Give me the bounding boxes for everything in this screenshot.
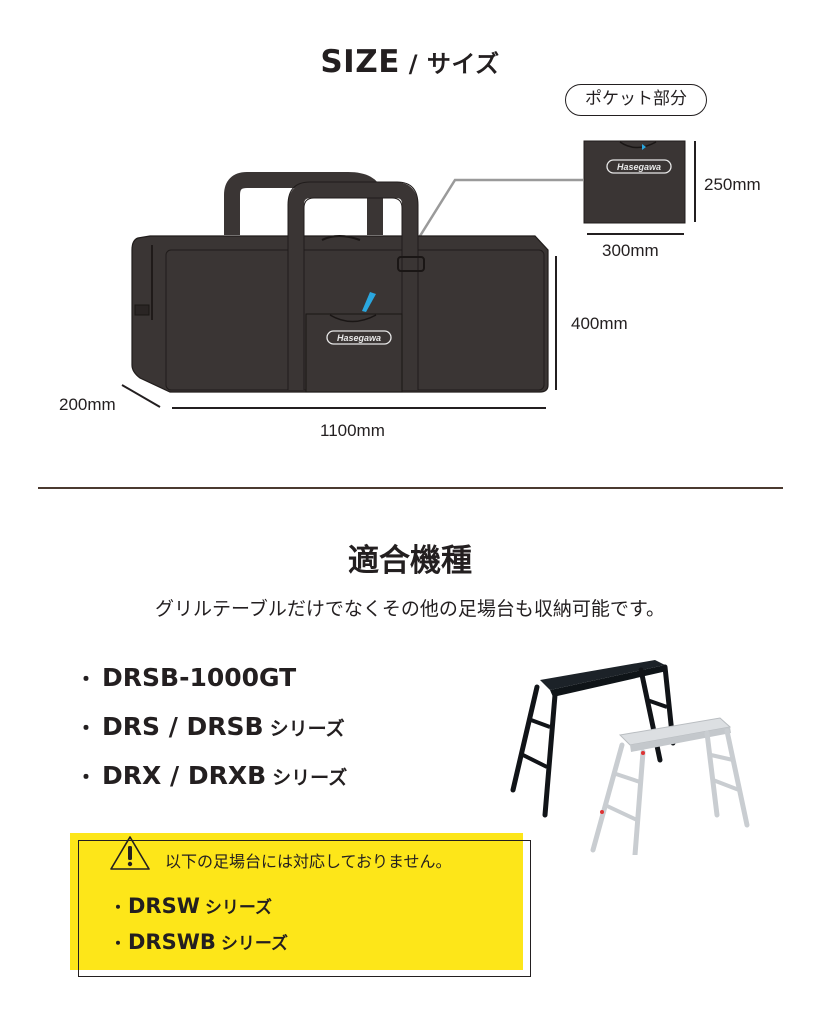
size-title-main: SIZE (320, 44, 400, 80)
warning-message: 以下の足場台には対応しておりません。 (165, 852, 452, 871)
pocket-width-dimension: 300mm (602, 241, 659, 260)
size-title-sub: サイズ (426, 50, 500, 78)
step-platform-image (510, 660, 750, 855)
size-title: SIZE / サイズ (0, 44, 820, 80)
model-name: DRSB-1000GT (102, 663, 297, 692)
pocket-label: ポケット部分 (565, 84, 707, 116)
bag-illustration: Hasegawa Hasegawa (121, 140, 696, 409)
model-name: DRSW (128, 894, 200, 918)
model-name: DRS / DRSB (102, 712, 264, 741)
model-suffix: シリーズ (220, 934, 289, 954)
bullet: ・ (76, 765, 96, 789)
compatible-title: 適合機種 (348, 543, 472, 579)
warning-box (70, 833, 523, 970)
warning-triangle-icon (110, 836, 150, 870)
bullet: ・ (76, 716, 96, 740)
section-divider (38, 487, 783, 489)
bullet: ・ (110, 934, 127, 953)
model-suffix: シリーズ (204, 898, 273, 918)
bullet: ・ (76, 667, 96, 691)
pocket-height-dimension: 250mm (704, 175, 761, 194)
compatible-description: グリルテーブルだけでなくその他の足場台も収納可能です。 (155, 598, 665, 620)
model-name: DRX / DRXB (102, 761, 267, 790)
size-title-sep: / (399, 50, 427, 78)
bag-depth-dimension: 200mm (59, 395, 116, 414)
warning-box-border (78, 840, 531, 977)
model-list-item: ・DRSB-1000GT (76, 663, 302, 692)
model-suffix: シリーズ (272, 767, 348, 789)
model-name: DRSWB (128, 930, 216, 954)
svg-text:Hasegawa: Hasegawa (337, 333, 381, 343)
bag-height-dimension: 400mm (571, 314, 628, 333)
svg-text:Hasegawa: Hasegawa (617, 162, 661, 172)
bag-width-dimension: 1100mm (320, 421, 385, 440)
model-suffix: シリーズ (269, 718, 345, 740)
bullet: ・ (110, 898, 127, 917)
